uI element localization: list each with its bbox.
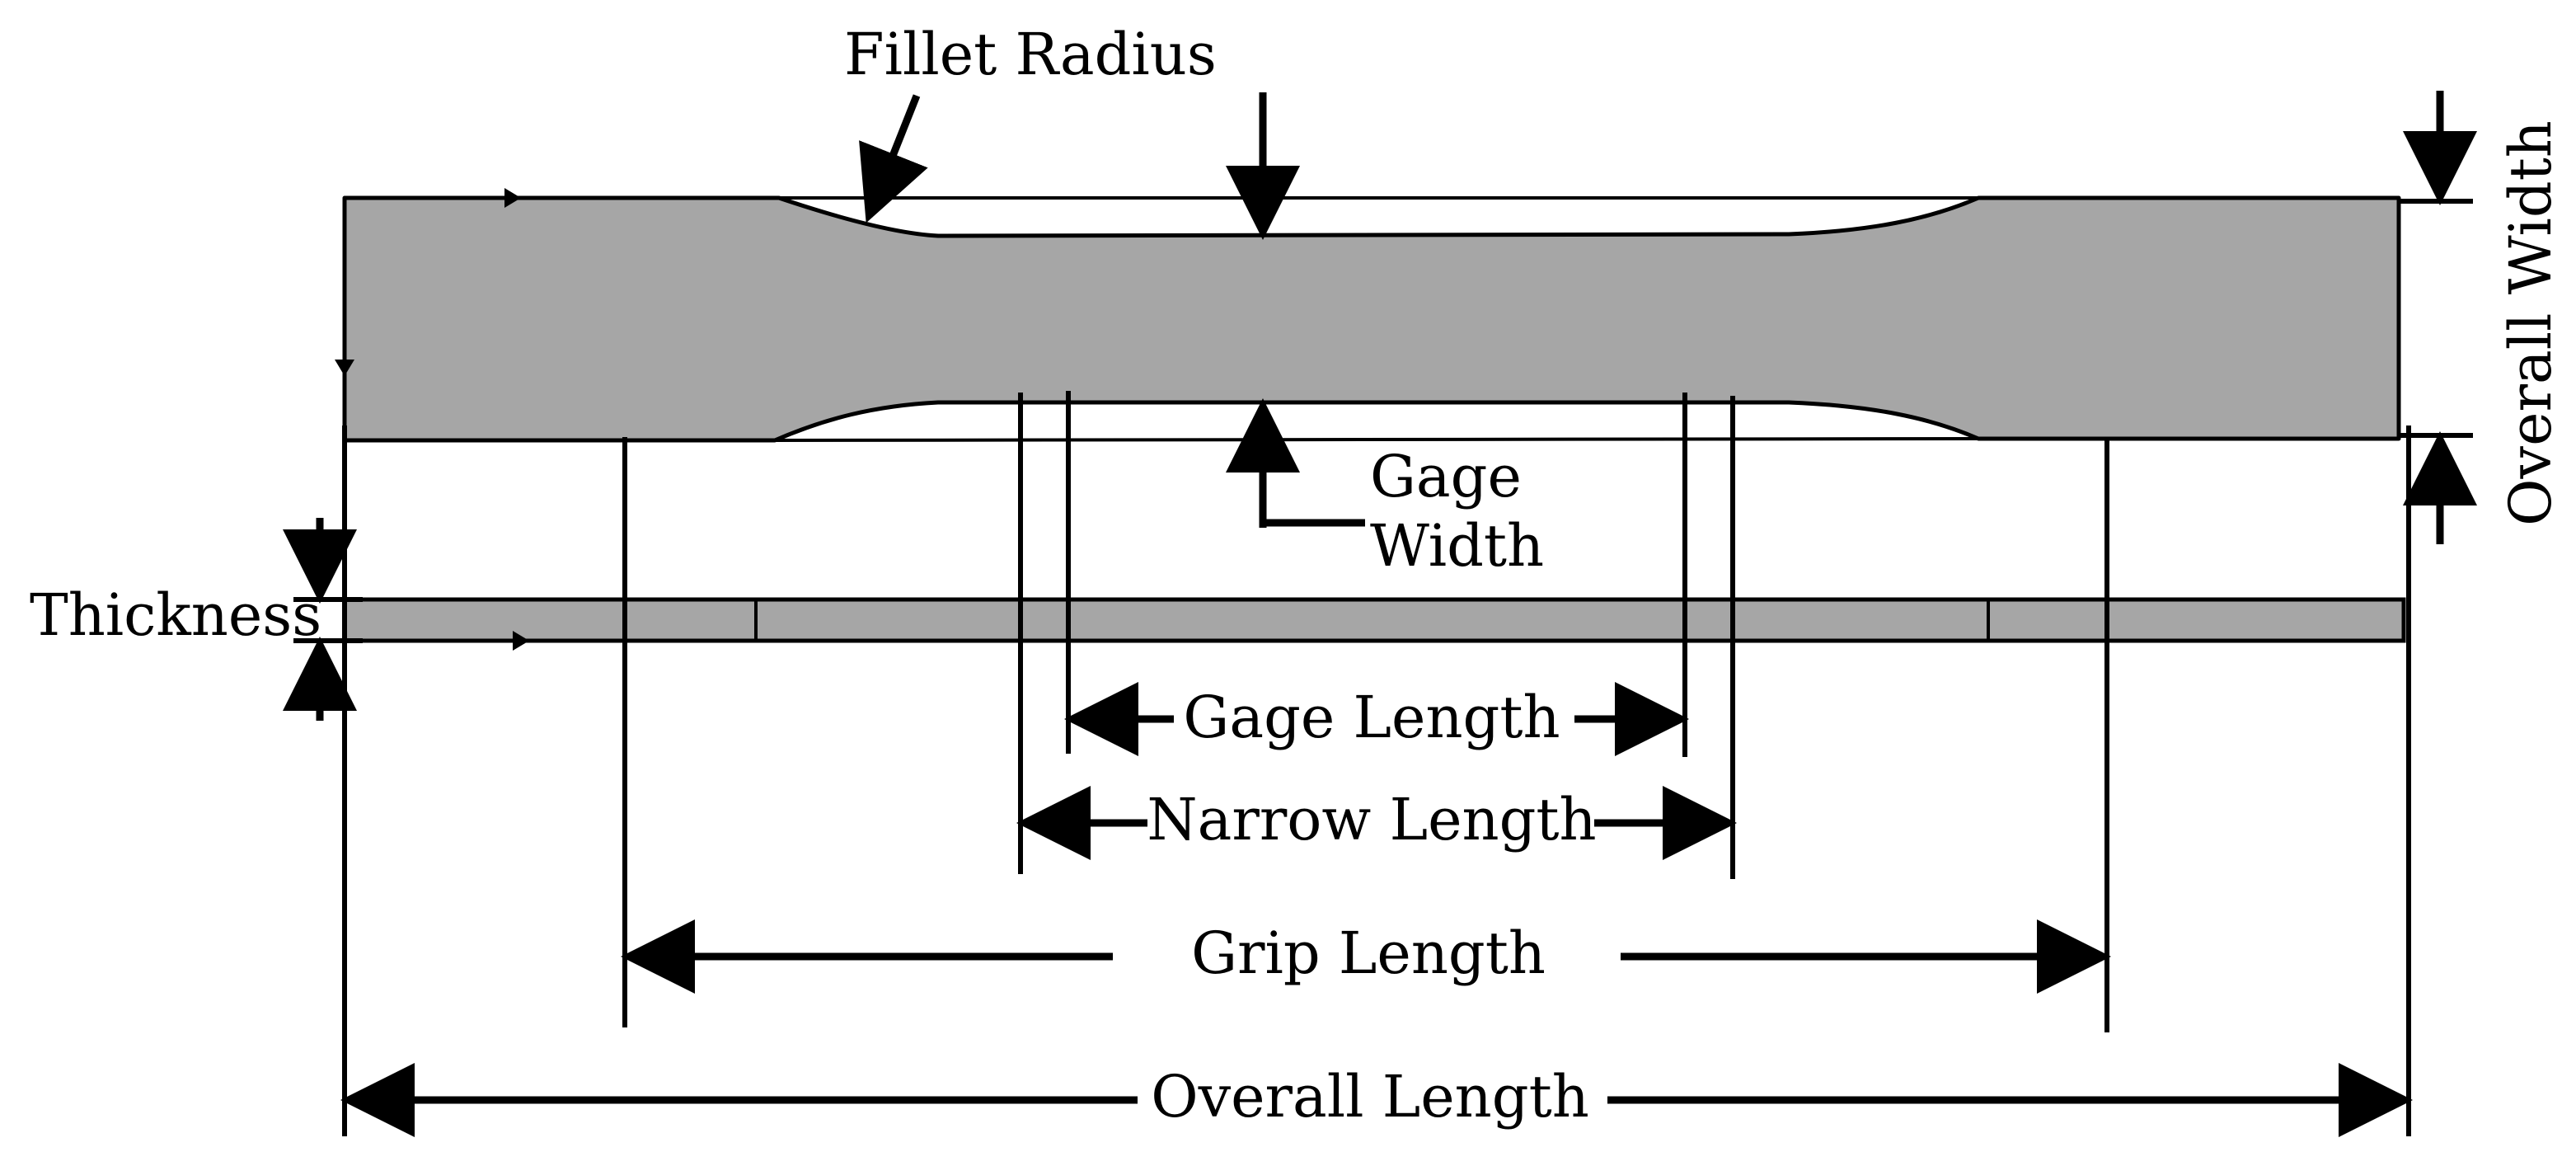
labels: Fillet Radius Gage Width Thickness Gage …	[30, 21, 2564, 1131]
gage-width-label-line2: Width	[1370, 512, 1544, 580]
dimension-arrows	[283, 91, 2477, 1137]
thickness-label: Thickness	[30, 581, 321, 649]
triangle-marker-icon	[335, 360, 354, 376]
specimen-top-view	[335, 188, 2401, 443]
overall-width-label: Overall Width	[2497, 120, 2564, 526]
fillet-radius-leader-arrow	[859, 94, 928, 223]
gage-width-label-line1: Gage	[1370, 443, 1522, 510]
triangle-marker-icon	[504, 188, 521, 208]
grip-length-label: Grip Length	[1191, 919, 1546, 987]
overall-length-label: Overall Length	[1151, 1063, 1589, 1131]
specimen-side-view	[342, 597, 2406, 651]
fillet-radius-label: Fillet Radius	[844, 21, 1217, 88]
gage-width-leader	[1259, 412, 1365, 527]
triangle-marker-icon	[513, 631, 529, 651]
narrow-length-label: Narrow Length	[1147, 786, 1596, 853]
specimen-top-body	[342, 195, 2401, 443]
specimen-side-body	[342, 597, 2406, 643]
gage-length-label: Gage Length	[1183, 684, 1560, 751]
